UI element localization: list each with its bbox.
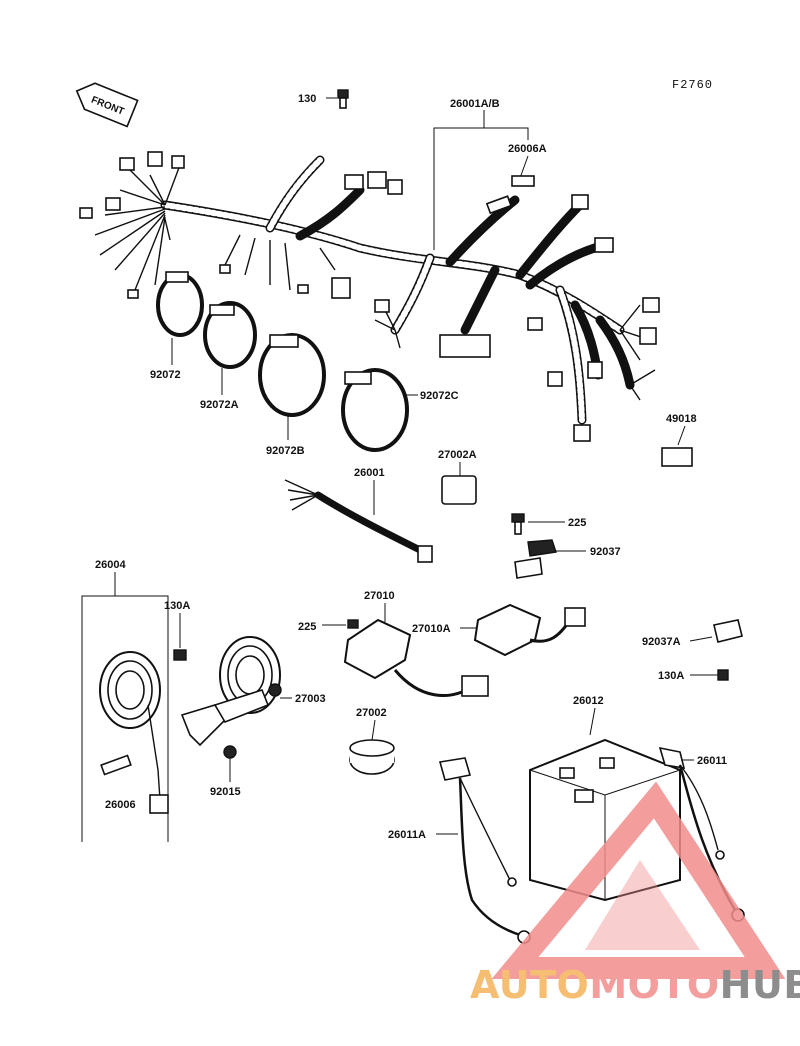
label-130a-right: 130A bbox=[658, 670, 684, 682]
main-harness bbox=[94, 155, 656, 425]
horn-right bbox=[219, 636, 282, 714]
harness-connectors bbox=[79, 151, 660, 442]
watermark-moto: MOTO bbox=[589, 963, 719, 1007]
label-130: 130 bbox=[298, 93, 316, 105]
relay-27002 bbox=[349, 739, 395, 775]
part-49018 bbox=[661, 447, 693, 467]
label-26001: 26001 bbox=[354, 467, 385, 479]
label-27010: 27010 bbox=[364, 590, 395, 602]
label-27010a: 27010A bbox=[412, 623, 451, 635]
label-26004: 26004 bbox=[95, 559, 126, 571]
bracket-26004 bbox=[81, 595, 169, 842]
label-26011a: 26011A bbox=[388, 829, 426, 841]
battery-26012 bbox=[529, 738, 681, 902]
bolt-130 bbox=[326, 89, 349, 109]
relay-27002a bbox=[441, 475, 477, 505]
horn-bracket bbox=[180, 704, 227, 747]
nut-92015 bbox=[223, 745, 237, 759]
bolt-130a-right bbox=[717, 669, 729, 681]
cable-26011a bbox=[438, 757, 531, 944]
bolt-130a-left bbox=[173, 649, 187, 661]
clamp-92072c bbox=[341, 368, 409, 452]
cover-92037 bbox=[527, 539, 557, 557]
label-49018: 49018 bbox=[666, 413, 697, 425]
leader-26001ab bbox=[433, 127, 529, 250]
label-26011: 26011 bbox=[697, 755, 727, 767]
label-27002a: 27002A bbox=[438, 449, 477, 461]
sub-harness-26001 bbox=[284, 479, 433, 563]
fuse-26006 bbox=[100, 754, 132, 776]
fuse-26006a bbox=[511, 175, 535, 187]
front-arrow-tag: FRONT bbox=[75, 82, 139, 128]
label-92072: 92072 bbox=[150, 369, 181, 381]
label-27002: 27002 bbox=[356, 707, 387, 719]
label-225-upper: 225 bbox=[568, 517, 586, 529]
label-92015: 92015 bbox=[210, 786, 241, 798]
label-92037a: 92037A bbox=[642, 636, 681, 648]
bolt-225-upper bbox=[511, 513, 525, 523]
label-92072b: 92072B bbox=[266, 445, 305, 457]
clamp-92072 bbox=[156, 271, 204, 337]
relay-27010a bbox=[473, 603, 586, 657]
horn-left bbox=[99, 651, 169, 814]
cover-92037a bbox=[713, 619, 743, 643]
label-26006a: 26006A bbox=[508, 143, 547, 155]
label-130a-left: 130A bbox=[164, 600, 190, 612]
label-26012: 26012 bbox=[573, 695, 604, 707]
regulator-27010 bbox=[343, 618, 489, 697]
bolt-225-lower bbox=[347, 619, 359, 629]
label-92037: 92037 bbox=[590, 546, 621, 558]
clamp-92072b bbox=[258, 333, 326, 417]
label-26001ab: 26001A/B bbox=[450, 98, 500, 110]
clamp-92072a bbox=[203, 301, 257, 369]
label-26006: 26006 bbox=[105, 799, 136, 811]
watermark-auto: AUTO bbox=[470, 963, 589, 1007]
watermark-hub: HUB bbox=[720, 963, 800, 1007]
figure-code: F2760 bbox=[672, 78, 713, 92]
svg-text:AUTOMOTOHUB: AUTOMOTOHUB bbox=[470, 963, 800, 1007]
label-225-lower: 225 bbox=[298, 621, 316, 633]
label-92072a: 92072A bbox=[200, 399, 239, 411]
label-27003: 27003 bbox=[295, 693, 326, 705]
label-92072c: 92072C bbox=[420, 390, 459, 402]
automotohub-watermark: AUTOMOTOHUB bbox=[470, 781, 800, 1007]
